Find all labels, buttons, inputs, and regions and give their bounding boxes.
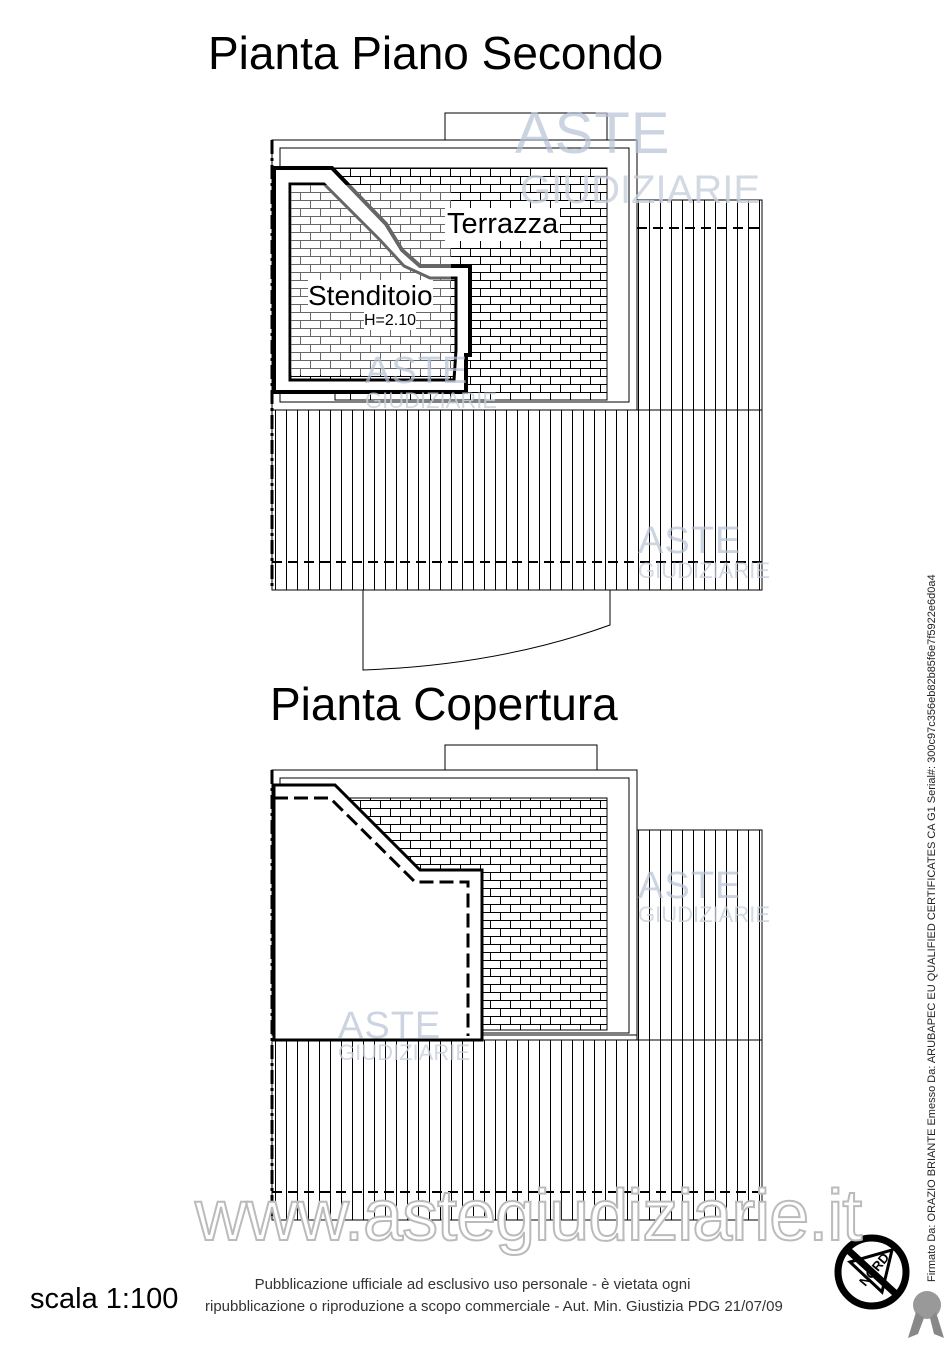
digital-signature: Firmato Da: ORAZIO BRIANTE Emesso Da: AR…	[926, 574, 938, 1282]
plan-roof	[270, 744, 763, 1221]
watermark-brand: ASTE	[338, 1005, 442, 1047]
room-label-drying: Stenditoio	[308, 280, 433, 312]
seal-ribbon-icon	[908, 1291, 944, 1338]
watermark-brand-sub: GIUDIZIARIE	[638, 902, 771, 927]
watermark-brand: ASTE	[515, 101, 671, 166]
scale-label: scala 1:100	[30, 1283, 179, 1315]
watermark-brand-sub: GIUDIZIARIE	[638, 558, 771, 583]
watermark-brand: ASTE	[638, 865, 742, 907]
room-height: H=2.10	[364, 312, 417, 330]
watermark-brand: ASTE	[638, 520, 742, 562]
watermark-site: www.astegiudiziarie.it	[194, 1175, 863, 1257]
plan-second-floor	[270, 112, 763, 671]
plan2-title: Pianta Copertura	[270, 678, 618, 730]
watermark-brand-sub: GIUDIZIARIE	[365, 388, 498, 413]
watermark-brand: ASTE	[365, 350, 469, 392]
plan1-title: Pianta Piano Secondo	[208, 27, 664, 79]
notice-line2: ripubblicazione o riproduzione a scopo c…	[205, 1298, 783, 1315]
room-label-terrace: Terrazza	[445, 208, 561, 241]
north-arrow-icon	[834, 1234, 910, 1310]
watermark-brand-sub: GIUDIZIARIE	[338, 1040, 471, 1065]
watermark-brand-sub: GIUDIZIARIE	[520, 168, 761, 212]
notice-line1: Pubblicazione ufficiale ad esclusivo uso…	[254, 1276, 691, 1293]
